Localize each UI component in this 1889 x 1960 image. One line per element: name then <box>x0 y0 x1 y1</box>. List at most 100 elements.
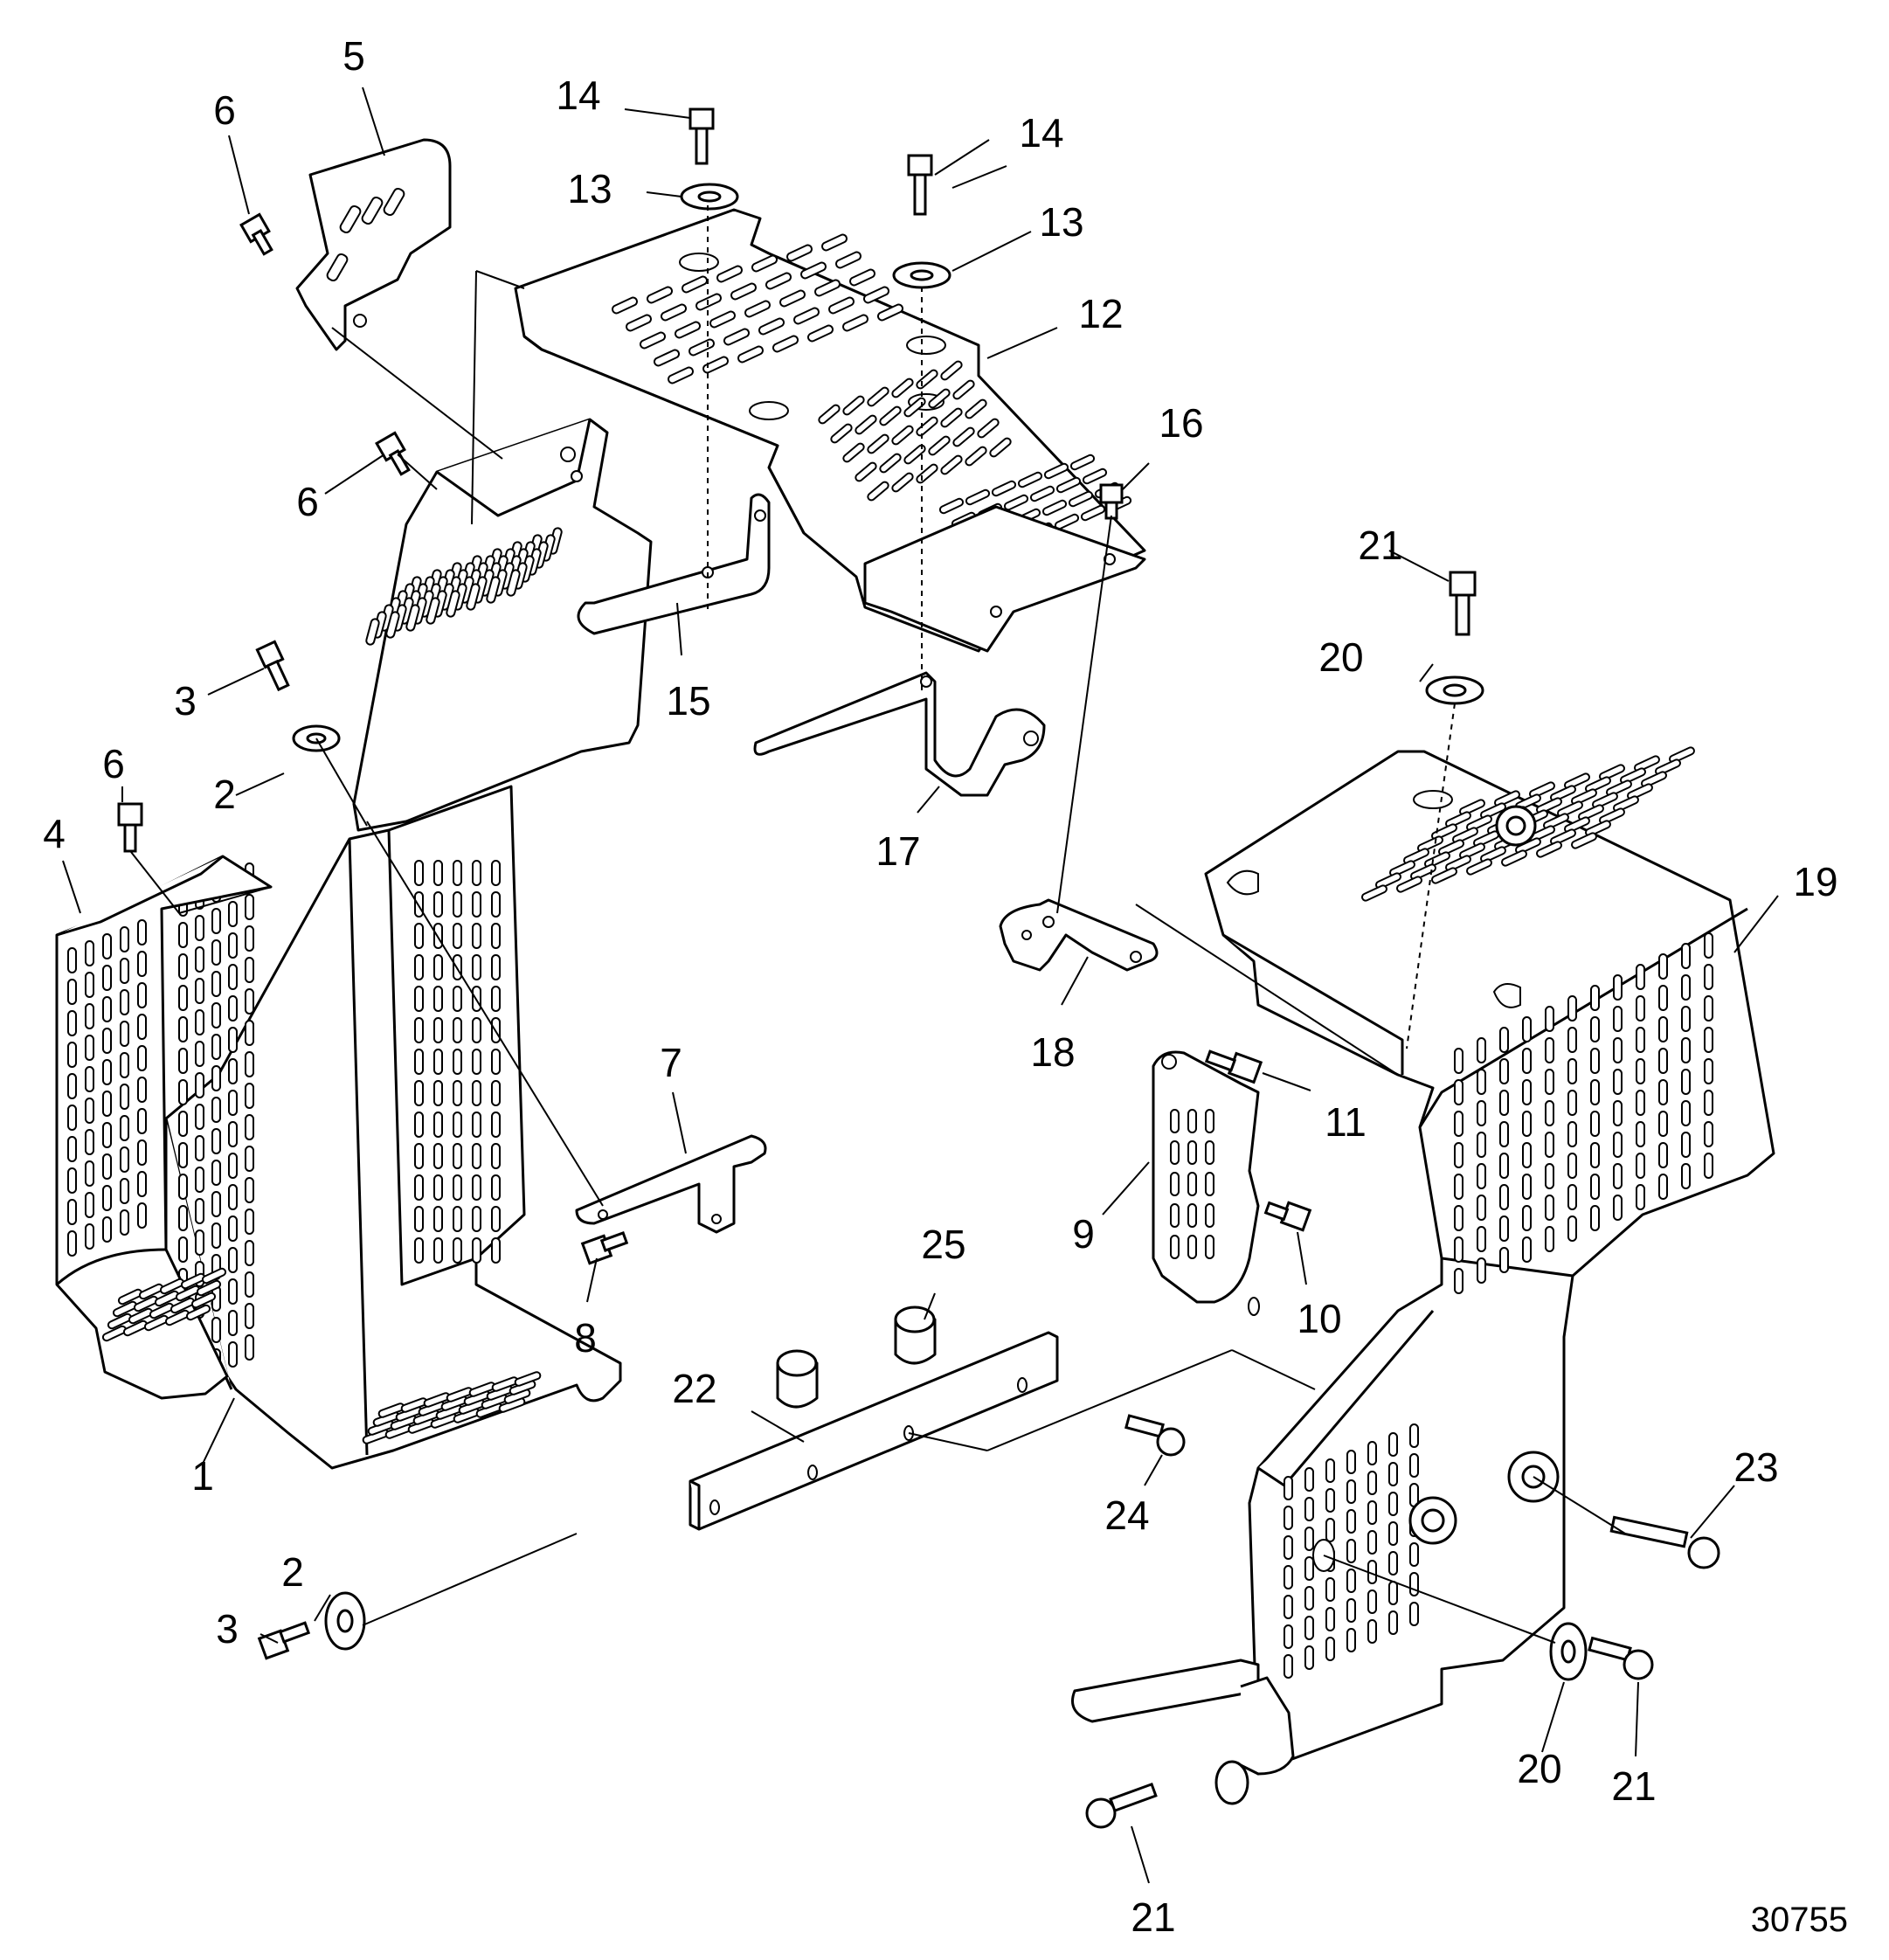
perforation-slot <box>1403 848 1429 865</box>
perforation-slot <box>813 279 841 297</box>
perforation-slot <box>1613 1100 1623 1126</box>
perforation-slot <box>228 1341 238 1368</box>
perforation-slot <box>1522 1174 1532 1200</box>
bolt-14-left <box>688 107 715 165</box>
perforation-slot <box>1658 1174 1668 1200</box>
perforation-slot <box>1567 1215 1577 1242</box>
perforation-slot <box>1634 755 1660 772</box>
perforation-slot <box>1409 1453 1419 1478</box>
perforation-slot <box>965 398 987 419</box>
perforation-slot <box>1578 804 1604 821</box>
perforation-slot <box>85 1035 94 1061</box>
callout-15: 15 <box>666 678 710 724</box>
perforation-slot <box>211 1160 221 1186</box>
perforation-slot <box>1069 454 1096 471</box>
perforation-slot <box>1529 781 1555 799</box>
part-16-plate <box>863 505 1146 653</box>
perforation-slot <box>1499 1027 1509 1053</box>
perforation-slot <box>67 1230 77 1257</box>
perforation-slot <box>414 1080 424 1106</box>
perforation-slot <box>1043 462 1069 480</box>
perforation-slot <box>211 939 221 966</box>
callout-20-lower: 20 <box>1517 1746 1561 1791</box>
perforation-slot <box>834 251 862 269</box>
perforation-slot <box>879 405 902 426</box>
perforation-slot <box>178 1016 188 1042</box>
perforation-slot <box>1636 964 1645 990</box>
perforation-slot <box>67 1073 77 1099</box>
perforation-slot <box>102 1185 112 1211</box>
perforation-slot <box>1367 1441 1377 1465</box>
perforation-slot <box>137 1202 147 1229</box>
perforation-slot <box>491 954 501 980</box>
perforation-slot <box>891 472 914 493</box>
perforation-slot <box>867 433 889 454</box>
perforation-slot <box>1613 1132 1623 1158</box>
perforation-slot <box>841 314 869 332</box>
perforation-slot <box>211 1317 221 1343</box>
callout-7: 7 <box>660 1040 682 1085</box>
perforation-slot <box>1454 1205 1463 1231</box>
perforation-slot <box>1681 1163 1691 1189</box>
perforation-slot <box>178 1048 188 1074</box>
perforation-slot <box>1205 1203 1214 1228</box>
perforation-slot <box>85 972 94 998</box>
perforation-slot <box>414 1174 424 1201</box>
part-18-bracket <box>999 898 1159 972</box>
perforation-slot <box>1431 823 1457 841</box>
perforation-slot <box>228 1184 238 1210</box>
perforation-slot <box>903 397 926 418</box>
perforation-slot <box>1636 1153 1645 1179</box>
perforation-slot <box>1477 1163 1486 1189</box>
perforation-slot <box>190 1292 217 1309</box>
perforation-slot <box>1636 995 1645 1022</box>
perforation-slot <box>1571 788 1597 806</box>
perforation-slot <box>1543 813 1569 830</box>
perforation-slot <box>1613 1006 1623 1032</box>
perforation-slot <box>1494 790 1520 807</box>
part-upper-left-panel <box>352 418 653 832</box>
perforation-slot <box>940 454 963 475</box>
perforation-slot <box>1681 1069 1691 1095</box>
perforation-slot <box>102 1216 112 1243</box>
perforation-slot <box>862 286 890 304</box>
callout-13-left: 13 <box>567 166 612 211</box>
perforation-slot <box>1304 1467 1314 1492</box>
alignment-lines <box>130 205 1626 1644</box>
perforation-slot <box>1536 841 1562 858</box>
perforation-slot <box>1187 1172 1197 1196</box>
perforation-slot <box>472 1206 481 1232</box>
perforation-slot <box>1304 1645 1314 1670</box>
perforation-slot <box>1658 1048 1668 1074</box>
perforation-slot <box>120 1115 129 1141</box>
perforation-slot <box>67 1010 77 1036</box>
callout-6-middle: 6 <box>296 479 319 524</box>
perforation-slot <box>453 923 462 949</box>
perforation-slot <box>1636 1058 1645 1084</box>
perforation-slot <box>1590 1111 1600 1137</box>
perforation-slot <box>1346 1569 1356 1593</box>
callout-21-lower-right: 21 <box>1611 1763 1656 1809</box>
perforation-slot <box>85 1098 94 1124</box>
perforation-slot <box>1636 1090 1645 1116</box>
perforation-slot <box>195 1198 204 1224</box>
perforation-slot <box>491 891 501 918</box>
perforation-slot <box>228 1247 238 1273</box>
perforation-slot <box>196 1279 222 1297</box>
perforation-slot <box>245 988 254 1015</box>
perforation-slot <box>433 891 443 918</box>
perforation-slot <box>1704 1153 1713 1179</box>
perforation-slot <box>1704 995 1713 1022</box>
callout-23: 23 <box>1733 1444 1778 1490</box>
perforation-slot <box>1704 1058 1713 1084</box>
callout-21-bottom: 21 <box>1131 1894 1175 1940</box>
perforation-slot <box>433 1112 443 1138</box>
perforation-slot <box>785 244 813 262</box>
perforation-slot <box>453 986 462 1012</box>
perforation-slot <box>195 1104 204 1130</box>
perforation-slot <box>1545 1132 1554 1158</box>
perforation-slot <box>723 328 751 346</box>
perforation-slot <box>178 953 188 980</box>
bolt-14-right <box>907 154 933 216</box>
